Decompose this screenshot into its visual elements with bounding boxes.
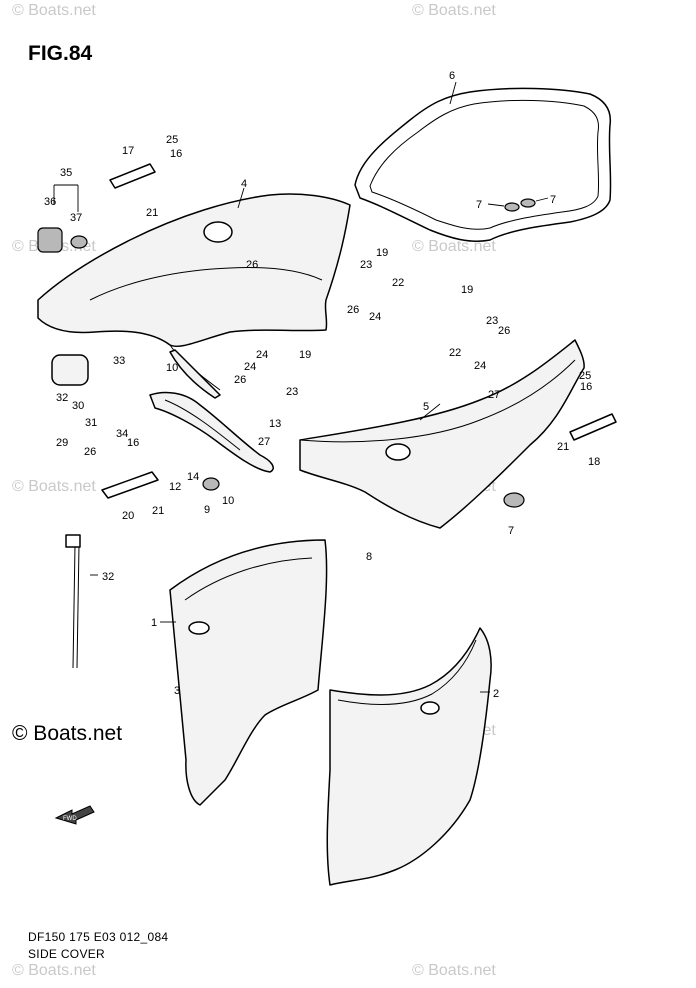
- callout-22: 22: [392, 277, 404, 289]
- callout-30: 30: [72, 400, 84, 412]
- callout-23: 23: [360, 259, 372, 271]
- fwd-label: FWD: [63, 816, 77, 822]
- callout-26: 26: [347, 304, 359, 316]
- callout-6: 6: [449, 70, 455, 82]
- callout-7: 7: [476, 199, 482, 211]
- callout-24: 24: [369, 311, 381, 323]
- callout-22b: 22: [449, 347, 461, 359]
- figure-caption: SIDE COVER: [28, 947, 106, 961]
- grommet-block-part-28: [51, 354, 89, 386]
- callout-2: 2: [493, 688, 499, 700]
- latch-part-17: [109, 163, 156, 189]
- callout-36: 36: [44, 196, 56, 208]
- callout-27c: 27: [258, 436, 270, 448]
- leader-lines: [53, 81, 549, 693]
- callout-31: 29: [56, 437, 68, 449]
- callout-labels: 6 7 7 4 26 35 36 37 17 25 16 21 19 23 22…: [44, 70, 600, 700]
- callout-21b: 21: [557, 441, 569, 453]
- figure-title: FIG.84: [28, 42, 93, 65]
- callout-9: 8: [366, 551, 372, 563]
- right-upper-cover-part-5: [299, 339, 585, 529]
- callout-32: 32: [102, 571, 114, 583]
- callout-23c: 24: [244, 361, 256, 373]
- seal-ring-part-6: [354, 87, 612, 242]
- callout-15: 14: [187, 471, 199, 483]
- lower-right-cover-part-2: [326, 627, 492, 886]
- callout-27b: 27: [488, 389, 500, 401]
- callout-25: 25: [166, 134, 178, 146]
- watermark: © Boats.net: [412, 238, 496, 255]
- callout-25b: 25: [579, 370, 591, 382]
- tie-strap-part-32: [65, 534, 81, 669]
- callout-26b: 26: [498, 325, 510, 337]
- latch-part-18: [569, 413, 617, 441]
- model-code: DF150 175 E03 012_084: [28, 930, 169, 944]
- callout-8: 7: [508, 525, 514, 537]
- callout-19b: 19: [461, 284, 473, 296]
- callout-28: 32: [56, 392, 68, 404]
- callout-35: 35: [60, 167, 72, 179]
- callout-10: 9: [204, 504, 210, 516]
- callout-11: 10: [222, 495, 234, 507]
- brand-watermark: © Boats.net: [12, 722, 123, 745]
- watermark: © Boats.net: [12, 2, 96, 19]
- plug-part-36: [37, 227, 63, 253]
- callout-14: 13: [269, 418, 281, 430]
- callout-26c: 26: [234, 374, 246, 386]
- callout-12: 10: [166, 362, 178, 374]
- watermark: © Boats.net: [412, 2, 496, 19]
- callout-16b: 16: [580, 381, 592, 393]
- callout-20: 20: [122, 510, 134, 522]
- callout-19: 19: [376, 247, 388, 259]
- callout-21c: 21: [152, 505, 164, 517]
- handle-bracket-part-12: [149, 391, 274, 473]
- callout-16c: 16: [127, 437, 139, 449]
- callout-17: 17: [122, 145, 134, 157]
- callout-23b: 23: [486, 315, 498, 327]
- callout-34: 34: [116, 428, 128, 440]
- callout-37: 37: [70, 212, 82, 224]
- grommet-part-7: [504, 198, 536, 212]
- callout-22c: 23: [286, 386, 298, 398]
- callout-13: 12: [169, 481, 181, 493]
- callout-4: 4: [241, 178, 247, 190]
- grommet-part-8: [503, 492, 525, 508]
- callout-21: 21: [146, 207, 158, 219]
- latch-part-20: [101, 471, 159, 499]
- callout-29: 31: [85, 417, 97, 429]
- watermark: © Boats.net: [412, 962, 496, 979]
- callout-1: 1: [151, 617, 157, 629]
- callout-19c: 19: [299, 349, 311, 361]
- callout-18: 18: [588, 456, 600, 468]
- callout-24c: 24: [256, 349, 268, 361]
- lower-left-cover-part-1: [169, 539, 328, 806]
- callout-7b: 7: [550, 194, 556, 206]
- cap-part-37: [70, 235, 88, 249]
- callout-27: 26: [246, 259, 258, 271]
- forward-arrow: FWD: [54, 805, 95, 825]
- bushing-part-10: [202, 477, 220, 491]
- callout-5: 5: [423, 401, 429, 413]
- upper-side-cover-part-4: [37, 193, 351, 399]
- watermark: © Boats.net: [12, 962, 96, 979]
- callout-26d: 26: [84, 446, 96, 458]
- watermark: © Boats.net: [12, 478, 96, 495]
- callout-33: 33: [113, 355, 125, 367]
- callout-16: 16: [170, 148, 182, 160]
- callout-3: 3: [174, 685, 180, 697]
- callout-24b: 24: [474, 360, 486, 372]
